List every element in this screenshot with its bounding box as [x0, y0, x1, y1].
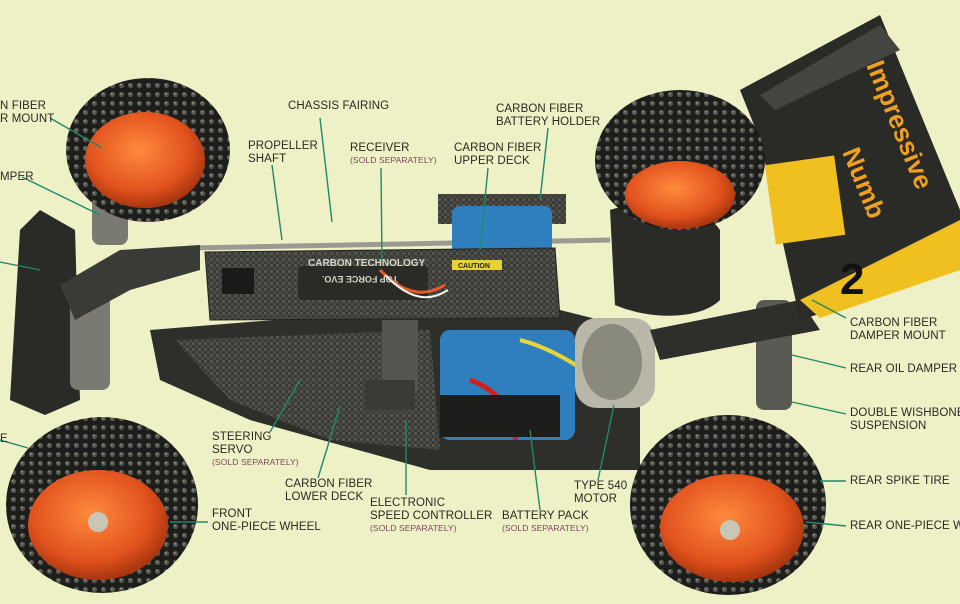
- label-battery-pack-text: BATTERY PACK: [502, 510, 589, 522]
- label-rear-damper-mount-line-2: DAMPER MOUNT: [850, 330, 946, 342]
- label-rear-oil-damper: REAR OIL DAMPER: [850, 363, 958, 375]
- deck-text: CARBON TECHNOLOGY: [308, 258, 426, 269]
- label-front-wheel: FRONT ONE-PIECE WHEEL: [212, 508, 321, 534]
- label-battery-holder-line-1: CARBON FIBER: [496, 103, 584, 115]
- label-rear-damper-mount-line-1: CARBON FIBER: [850, 317, 938, 329]
- label-front-wheel-line-1: FRONT: [212, 508, 253, 520]
- rear-left-wheel: [595, 90, 765, 230]
- front-right-wheel: [6, 417, 198, 593]
- label-battery-holder-line-2: BATTERY HOLDER: [496, 116, 601, 128]
- rear-gearbox: [610, 204, 720, 316]
- label-receiver-sub: (SOLD SEPARATELY): [350, 155, 437, 165]
- label-front-wheel-line-2: ONE-PIECE WHEEL: [212, 521, 321, 533]
- label-esc: ELECTRONIC SPEED CONTROLLER (SOLD SEPARA…: [370, 497, 492, 534]
- label-front-fiber-mount-line-1: N FIBER: [0, 100, 47, 112]
- label-upper-deck-line-2: UPPER DECK: [454, 155, 530, 167]
- label-chassis-fairing: CHASSIS FAIRING: [288, 100, 390, 112]
- label-esc-sub: (SOLD SEPARATELY): [370, 523, 457, 533]
- label-motor-line-1: TYPE 540: [574, 480, 628, 492]
- label-wishbone: DOUBLE WISHBONE SUSPENSION: [850, 407, 960, 433]
- leader-lines: [0, 117, 847, 527]
- label-upper-deck: CARBON FIBER UPPER DECK: [454, 142, 541, 168]
- label-motor: TYPE 540 MOTOR: [574, 480, 627, 506]
- label-esc-line-2: SPEED CONTROLLER: [370, 510, 493, 522]
- label-lower-deck: CARBON FIBER LOWER DECK: [285, 478, 372, 504]
- label-front-fiber-mount: N FIBER R MOUNT: [0, 100, 54, 126]
- label-battery-pack-sub: (SOLD SEPARATELY): [502, 523, 589, 533]
- lower-deck: [175, 330, 440, 450]
- label-front-edge-e: E: [0, 433, 8, 445]
- label-front-damper: MPER: [0, 171, 34, 183]
- label-front-fiber-mount-line-2: R MOUNT: [0, 113, 55, 125]
- front-bumper: [10, 210, 80, 415]
- label-wishbone-line-1: DOUBLE WISHBONE: [850, 407, 960, 419]
- label-propeller-shaft: PROPELLER SHAFT: [248, 140, 318, 166]
- servo: [382, 320, 418, 390]
- label-rear-spike-tire: REAR SPIKE TIRE: [850, 475, 950, 487]
- deck-text-2: TOP FORCE EVO.: [322, 274, 398, 284]
- rear-right-wheel: [630, 415, 826, 595]
- label-battery-pack: BATTERY PACK (SOLD SEPARATELY): [502, 510, 589, 534]
- esc-box: [440, 395, 560, 437]
- label-wishbone-line-2: SUSPENSION: [850, 420, 927, 432]
- label-propeller-shaft-line-1: PROPELLER: [248, 140, 318, 152]
- label-rear-damper-mount: CARBON FIBER DAMPER MOUNT: [850, 317, 946, 343]
- wing-number: 2: [840, 255, 864, 304]
- label-upper-deck-line-1: CARBON FIBER: [454, 142, 542, 154]
- front-left-wheel: [66, 78, 230, 222]
- label-lower-deck-line-2: LOWER DECK: [285, 491, 364, 503]
- label-rear-wheel: REAR ONE-PIECE WHE: [850, 520, 960, 532]
- label-battery-holder: CARBON FIBER BATTERY HOLDER: [496, 103, 600, 129]
- label-steering-servo-line-2: SERVO: [212, 444, 253, 456]
- label-lower-deck-line-1: CARBON FIBER: [285, 478, 373, 490]
- label-propeller-shaft-line-2: SHAFT: [248, 153, 287, 165]
- label-esc-line-1: ELECTRONIC: [370, 497, 446, 509]
- esc: [365, 380, 415, 410]
- label-steering-servo-line-1: STEERING: [212, 431, 272, 443]
- label-receiver: RECEIVER (SOLD SEPARATELY): [350, 142, 437, 166]
- label-steering-servo-sub: (SOLD SEPARATELY): [212, 457, 299, 467]
- label-receiver-text: RECEIVER: [350, 142, 410, 154]
- label-motor-line-2: MOTOR: [574, 493, 618, 505]
- caution-text: CAUTION: [458, 263, 490, 270]
- label-steering-servo: STEERING SERVO (SOLD SEPARATELY): [212, 431, 299, 468]
